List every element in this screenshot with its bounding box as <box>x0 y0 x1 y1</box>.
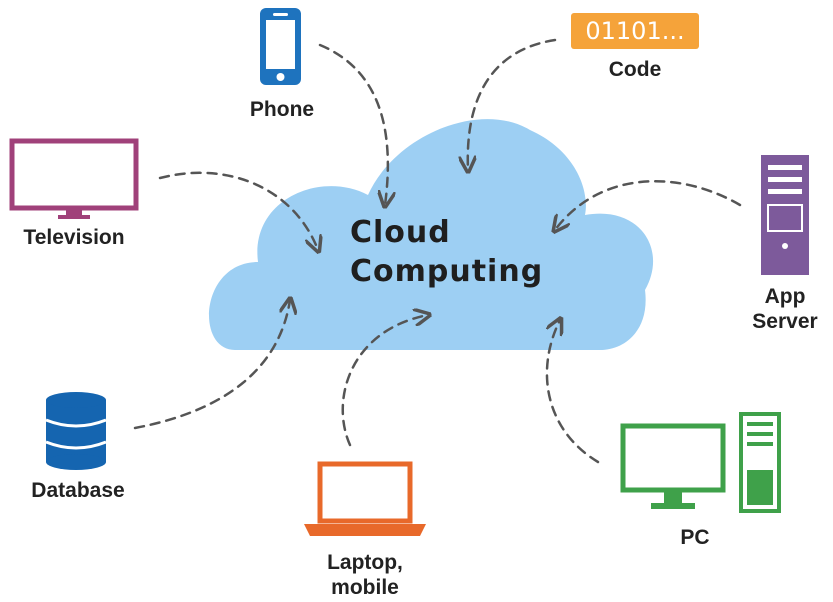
connector-phone <box>318 43 388 205</box>
label-phone: Phone <box>249 98 315 121</box>
label-app-server-line2: Server <box>752 310 818 333</box>
label-app-server-line1: App <box>764 285 806 308</box>
connector-television <box>158 171 318 250</box>
cloud-title-line2: Computing <box>350 254 544 289</box>
connector-database <box>133 300 290 430</box>
label-code: Code <box>608 58 662 81</box>
monitor-icon <box>9 138 139 219</box>
connector-laptop <box>341 315 428 447</box>
smartphone-icon <box>260 8 301 85</box>
cloud-title-line1: Cloud <box>350 215 451 250</box>
connector-code <box>468 38 557 170</box>
connector-app-server <box>555 180 742 230</box>
desktop-pc-icon <box>620 412 781 513</box>
label-pc: PC <box>680 526 710 549</box>
label-database: Database <box>31 479 125 502</box>
connector-pc <box>545 320 600 464</box>
label-television: Television <box>23 226 125 249</box>
server-tower-icon <box>761 155 809 275</box>
label-laptop-line2: mobile <box>331 576 399 599</box>
connectors <box>133 38 742 464</box>
label-laptop-line1: Laptop, <box>327 551 403 574</box>
code-badge: 01101... <box>571 13 699 49</box>
cloud-shape <box>208 119 654 350</box>
database-icon <box>45 392 107 470</box>
laptop-icon <box>304 461 426 536</box>
